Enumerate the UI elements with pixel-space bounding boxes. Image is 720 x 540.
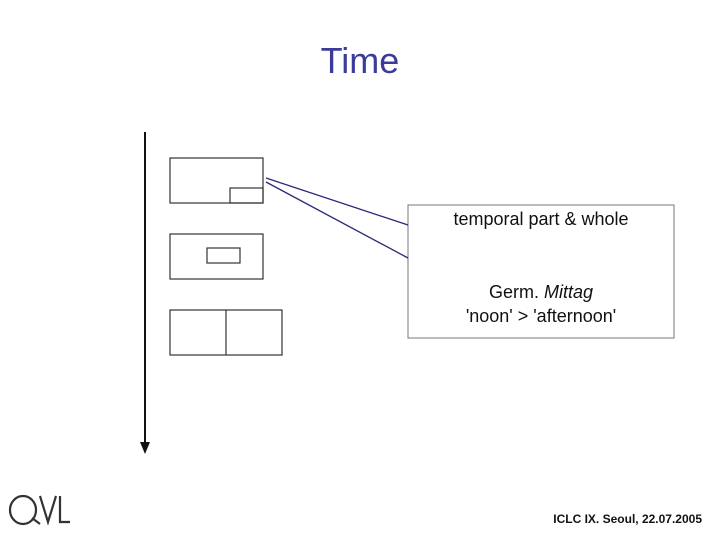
callout-box [407,204,675,339]
callout-german-word: Mittag [543,282,594,302]
callout-gloss: Germ. Mittag 'noon' > 'afternoon' [410,280,672,328]
slide-title: Time [320,40,400,81]
callout-german-prefix: Germ. [488,282,544,302]
qvl-logo [8,494,70,526]
inner-part-box [206,247,241,264]
split-box [169,309,283,356]
callout-line-temporal: temporal part & whole [453,209,629,229]
callout-meaning-shift: 'noon' > 'afternoon' [465,306,617,326]
whole-box-with-final-part [169,157,264,204]
final-part-box [229,187,264,204]
callout-german-term: Germ. Mittag [410,280,672,304]
time-axis-arrow [140,132,150,454]
callout-connectors [265,177,409,259]
whole-box-with-inner-part [169,233,264,280]
footer-citation: ICLC IX. Seoul, 22.07.2005 [553,512,702,526]
